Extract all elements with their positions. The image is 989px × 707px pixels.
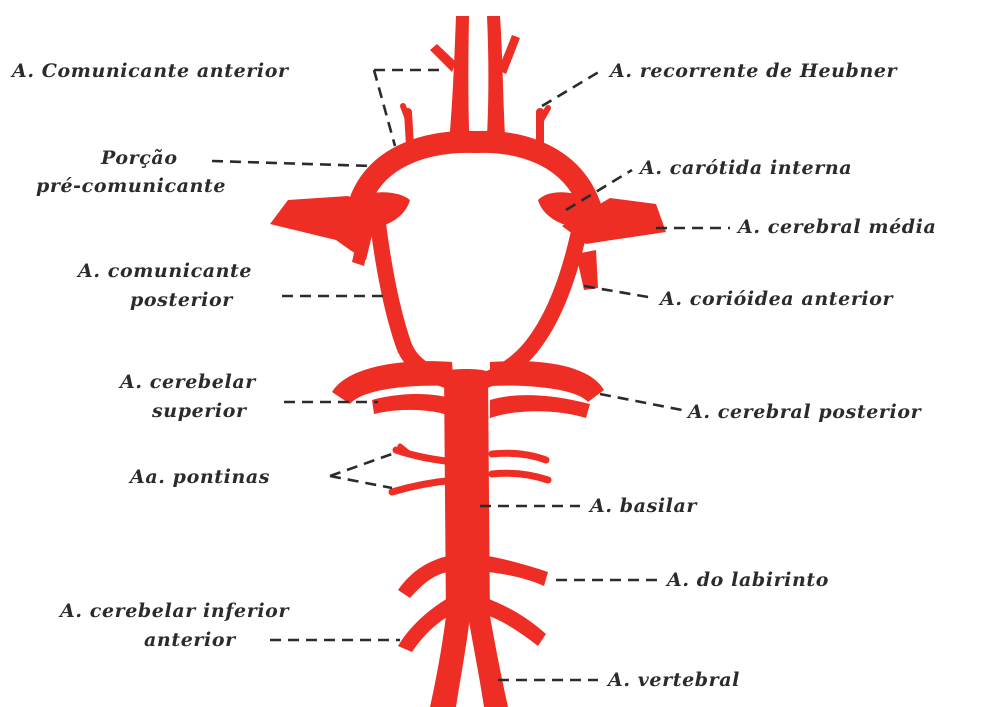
pontine-artery-right-1 (492, 453, 546, 460)
posterior-cerebral-right (490, 361, 604, 402)
posterior-communicating-left (378, 224, 446, 380)
anterior-cerebral-branch-left (430, 44, 456, 72)
label-basilar: A. basilar (588, 495, 698, 517)
arteries (270, 16, 666, 707)
label-heubner: A. recorrente de Heubner (608, 60, 899, 82)
label-pontinas: Aa. pontinas (128, 466, 270, 488)
label-comunicante-posterior-line1: A. comunicante (76, 260, 252, 282)
leader-pontinas (330, 454, 392, 488)
vertebral-artery-right (468, 616, 508, 707)
label-vertebral: A. vertebral (606, 669, 740, 691)
label-cerebelar-inferior-line1: A. cerebelar inferior (58, 600, 290, 622)
label-corioidea-anterior: A. corióidea anterior (658, 288, 895, 310)
labyrinthine-artery-left (398, 556, 448, 598)
leader-porcao (212, 161, 372, 166)
posterior-communicating-right (486, 236, 578, 380)
superior-cerebellar-right (490, 395, 590, 418)
label-labirinto: A. do labirinto (665, 569, 829, 591)
label-cerebelar-superior-line2: superior (151, 400, 248, 422)
label-porcao-line2: pré-comunicante (36, 175, 226, 197)
vertebral-artery-left (430, 616, 470, 707)
leader-corioidea (584, 286, 654, 298)
label-comunicante-posterior-line2: posterior (130, 289, 234, 311)
superior-cerebellar-left (372, 394, 456, 418)
label-porcao-line1: Porção (100, 147, 178, 169)
label-cerebelar-superior-line1: A. cerebelar (118, 371, 257, 393)
labyrinthine-artery-right (488, 556, 548, 586)
leader-heubner (542, 70, 602, 106)
label-cerebelar-inferior-line2: anterior (144, 629, 237, 651)
leader-cerebral-posterior (600, 394, 682, 410)
label-carotida-interna: A. carótida interna (638, 157, 852, 179)
label-cerebral-posterior: A. cerebral posterior (686, 401, 923, 423)
label-comunicante-anterior: A. Comunicante anterior (10, 60, 290, 82)
label-cerebral-media: A. cerebral média (736, 216, 936, 238)
pontine-artery-right-2 (492, 473, 548, 480)
basilar-artery (444, 369, 490, 620)
